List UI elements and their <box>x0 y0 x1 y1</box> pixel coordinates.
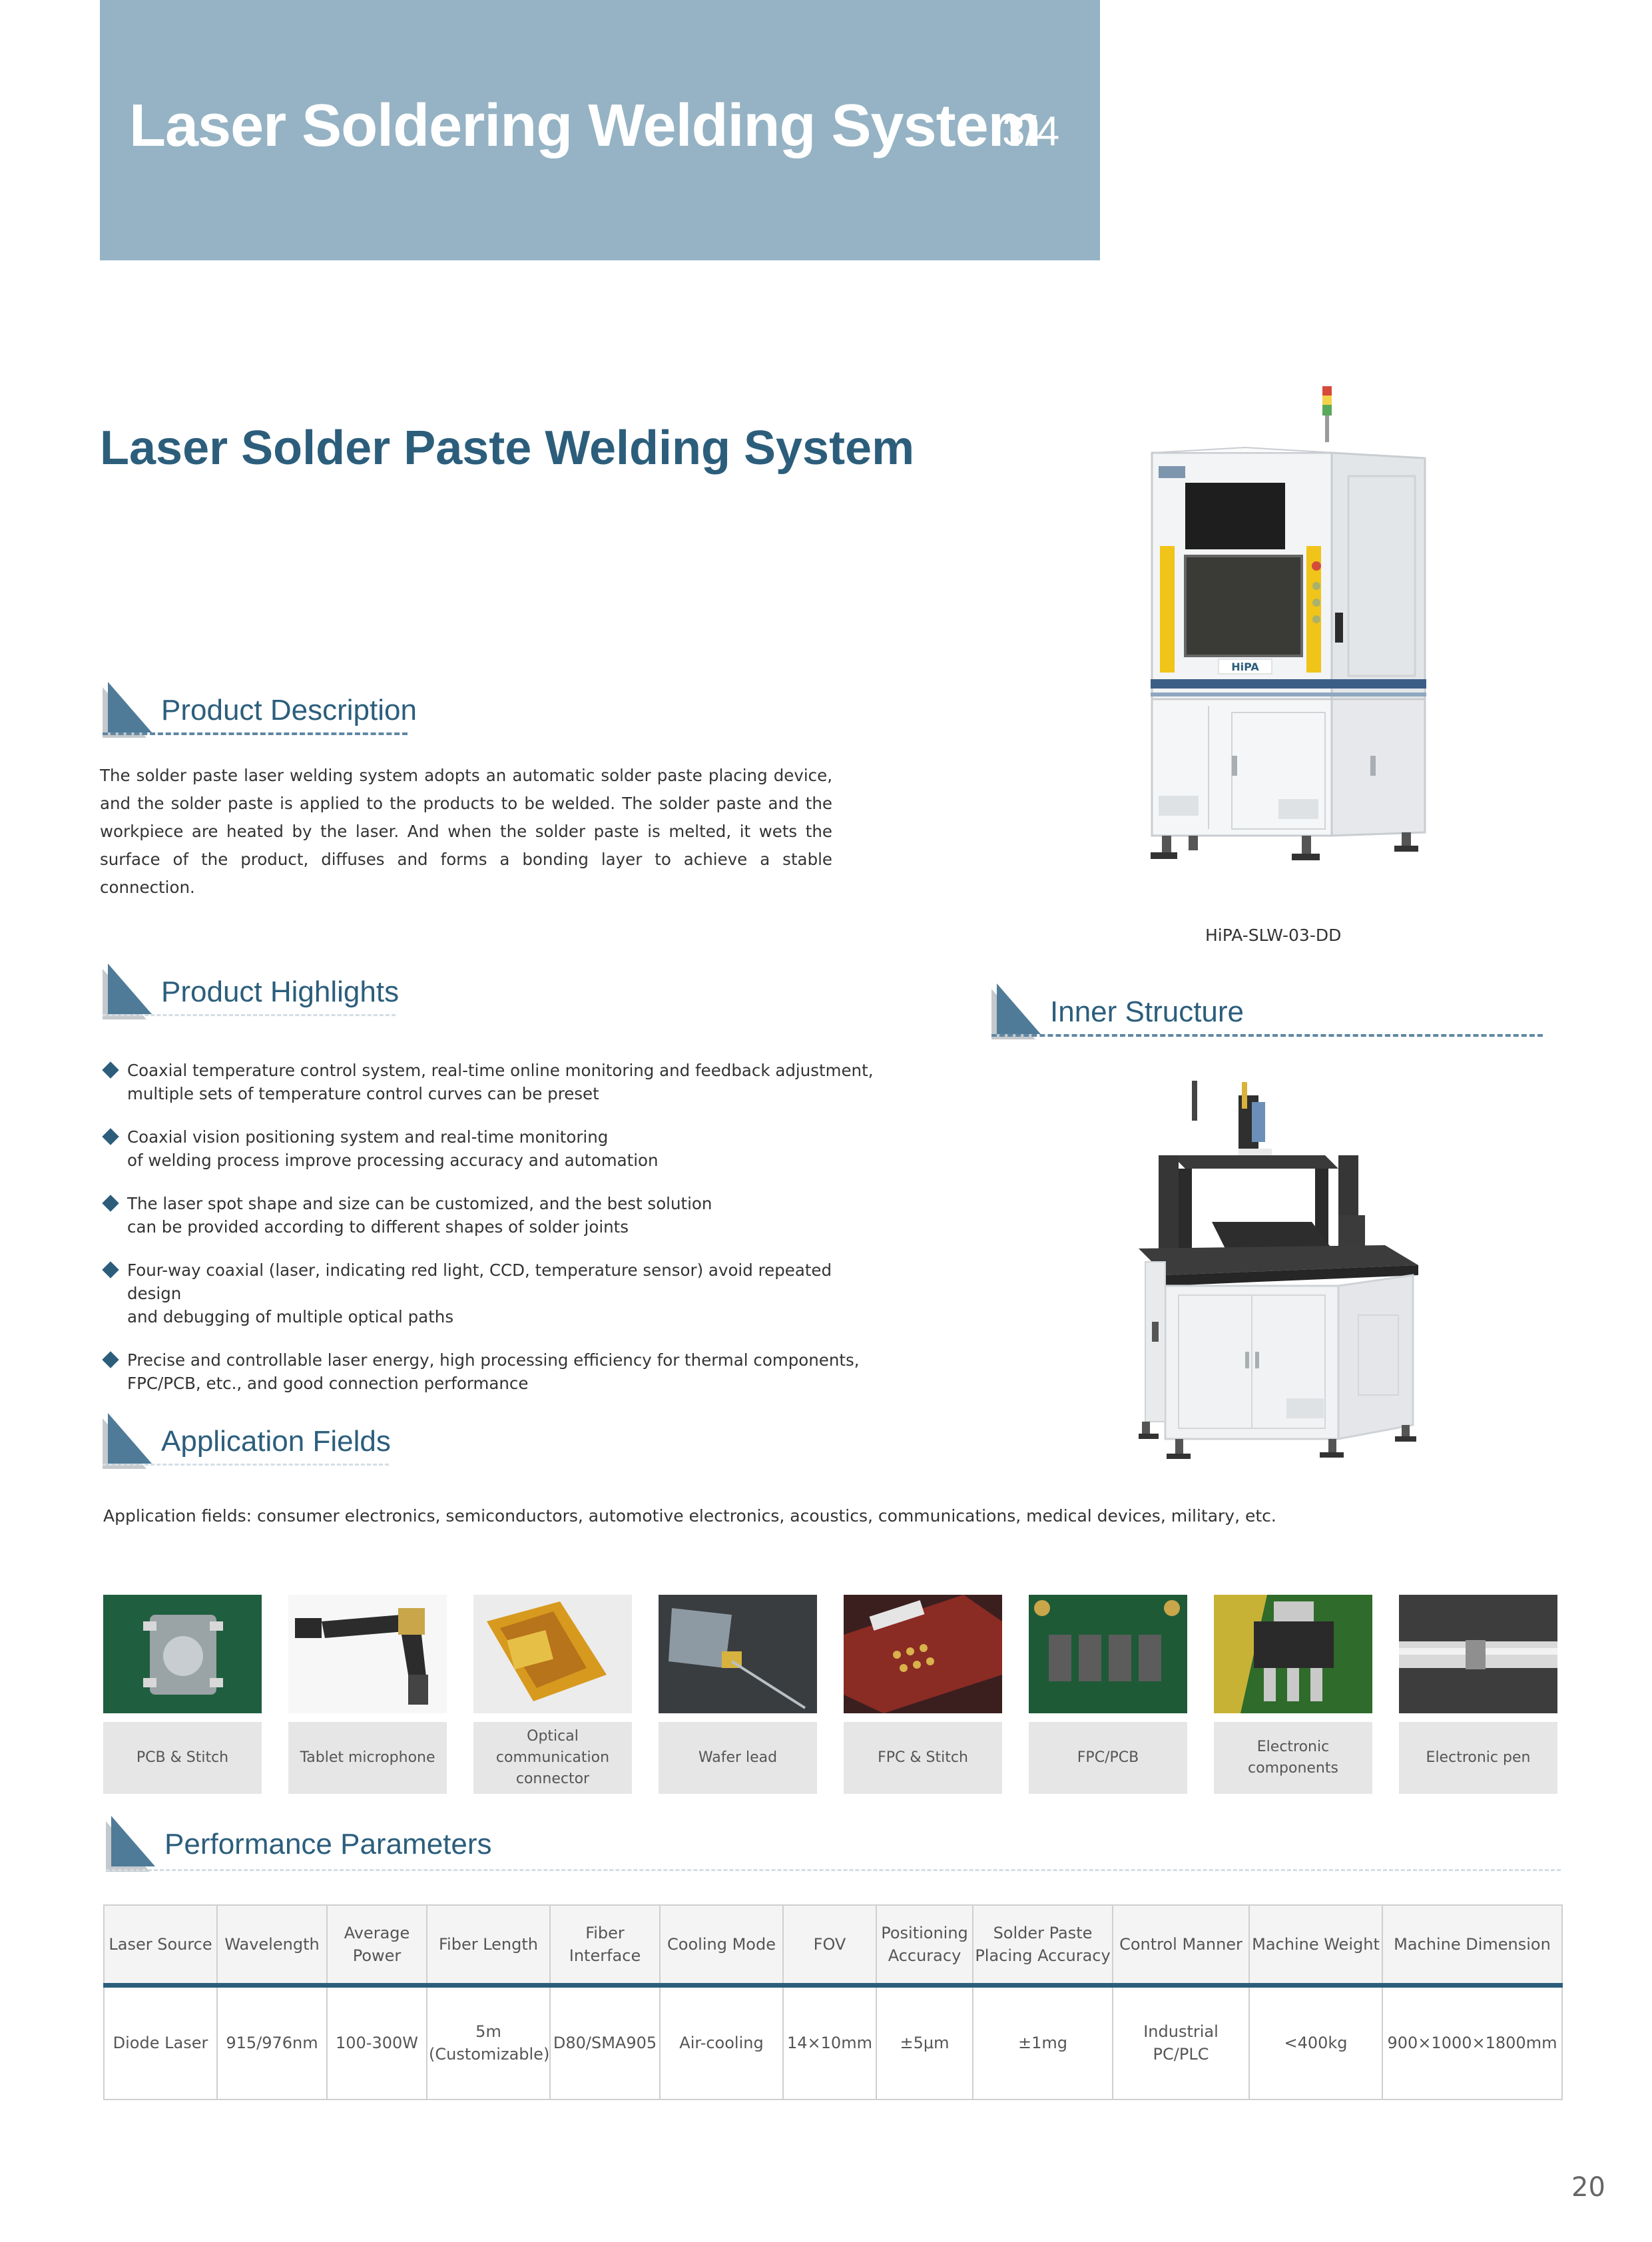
table-header-cell: Machine Dimension <box>1382 1904 1563 1988</box>
highlight-item: The laser spot shape and size can be cus… <box>102 1192 889 1239</box>
table-header-cell: Laser Source <box>103 1904 218 1988</box>
table-header-cell: Wavelength <box>216 1904 328 1988</box>
section-triangle-icon <box>989 982 1042 1042</box>
table-cell: Air-cooling <box>659 1984 784 2100</box>
diamond-bullet-icon <box>102 1195 119 1212</box>
highlight-item: Coaxial temperature control system, real… <box>102 1059 889 1105</box>
section-divider <box>106 1869 1561 1871</box>
section-title: Application Fields <box>161 1425 391 1458</box>
application-label: Wafer lead <box>659 1722 817 1794</box>
section-divider <box>103 1464 389 1466</box>
section-highlights-header: Product Highlights <box>100 962 400 1035</box>
table-cell: ±5μm <box>876 1984 973 2100</box>
section-inner-structure-header: Inner Structure <box>989 982 1548 1055</box>
model-caption: HiPA-SLW-03-DD <box>1205 926 1342 945</box>
table-cell: ±1mg <box>972 1984 1113 2100</box>
application-photo <box>1399 1595 1557 1713</box>
section-divider <box>103 732 408 735</box>
section-title: Performance Parameters <box>164 1828 492 1860</box>
header-title: Laser Soldering Welding System <box>129 93 1041 159</box>
table-header-cell: FOV <box>782 1904 877 1988</box>
table-header-cell: Control Manner <box>1112 1904 1250 1988</box>
diamond-bullet-icon <box>102 1261 119 1278</box>
application-label: FPC & Stitch <box>844 1722 1002 1794</box>
section-description-header: Product Description <box>100 681 417 754</box>
table-header-cell: Machine Weight <box>1248 1904 1383 1988</box>
diamond-bullet-icon <box>102 1061 119 1079</box>
section-triangle-icon <box>100 962 153 1022</box>
application-photo <box>288 1595 447 1713</box>
section-triangle-icon <box>103 1815 156 1874</box>
table-cell: D80/SMA905 <box>549 1984 661 2100</box>
machine-brand-label: HiPA <box>1231 661 1259 673</box>
section-title: Product Description <box>161 694 417 726</box>
application-label: FPC/PCB <box>1029 1722 1187 1794</box>
table-cell: Diode Laser <box>103 1984 218 2100</box>
highlights-list: Coaxial temperature control system, real… <box>102 1059 889 1415</box>
table-cell: Industrial PC/PLC <box>1112 1984 1250 2100</box>
table-row: Diode Laser 915/976nm 100-300W 5m(Custom… <box>103 1984 1563 2100</box>
application-label: Tablet microphone <box>288 1722 447 1794</box>
highlight-item: Four-way coaxial (laser, indicating red … <box>102 1259 889 1328</box>
application-fields-text: Application fields: consumer electronics… <box>103 1506 1276 1526</box>
page-number: 20 <box>1571 2172 1605 2203</box>
section-performance-header: Performance Parameters <box>103 1815 1561 1888</box>
section-divider <box>103 1014 396 1016</box>
table-cell: 100-300W <box>326 1984 427 2100</box>
application-photo <box>1214 1595 1372 1713</box>
application-tile: Tablet microphone <box>288 1595 447 1794</box>
table-cell: 5m(Customizable) <box>426 1984 551 2100</box>
diamond-bullet-icon <box>102 1351 119 1368</box>
product-title: Laser Solder Paste Welding System <box>100 421 915 475</box>
table-cell: 900×1000×1800mm <box>1382 1984 1563 2100</box>
table-header-cell: Cooling Mode <box>659 1904 784 1988</box>
application-tile: Wafer lead <box>659 1595 817 1794</box>
application-photo <box>1029 1595 1187 1713</box>
application-photo <box>659 1595 817 1713</box>
highlight-item: Precise and controllable laser energy, h… <box>102 1348 889 1395</box>
application-tile: FPC/PCB <box>1029 1595 1187 1794</box>
table-cell: 915/976nm <box>216 1984 328 2100</box>
section-applications-header: Application Fields <box>100 1412 400 1485</box>
application-tile: PCB & Stitch <box>103 1595 262 1794</box>
application-label: Electronic pen <box>1399 1722 1557 1794</box>
section-triangle-icon <box>100 1412 153 1472</box>
application-photo <box>103 1595 262 1713</box>
table-cell: <400kg <box>1248 1984 1383 2100</box>
application-photo <box>844 1595 1002 1713</box>
application-tile: Electronic pen <box>1399 1595 1557 1794</box>
header-page-indicator: 3/4 <box>1002 109 1060 154</box>
diamond-bullet-icon <box>102 1128 119 1145</box>
machine-product-image: HiPA <box>1151 386 1426 860</box>
product-description-text: The solder paste laser welding system ad… <box>100 766 832 897</box>
table-header-cell: Fiber Length <box>426 1904 551 1988</box>
table-cell: 14×10mm <box>782 1984 877 2100</box>
section-divider <box>991 1034 1543 1037</box>
application-photo <box>473 1595 632 1713</box>
header-band: Laser Soldering Welding System 3/4 <box>100 0 1100 260</box>
application-label: PCB & Stitch <box>103 1722 262 1794</box>
application-tile: FPC & Stitch <box>844 1595 1002 1794</box>
section-title: Product Highlights <box>161 976 400 1008</box>
highlight-item: Coaxial vision positioning system and re… <box>102 1125 889 1172</box>
inner-structure-image <box>1139 1081 1418 1459</box>
section-title: Inner Structure <box>1050 995 1244 1028</box>
section-triangle-icon <box>100 681 153 740</box>
